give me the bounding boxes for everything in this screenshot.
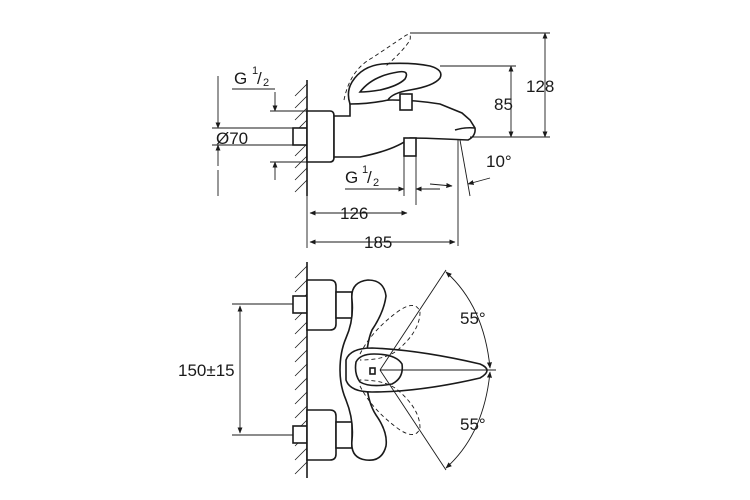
top-connection-nut	[292, 295, 308, 314]
height-total-label: 128	[526, 77, 554, 96]
thread-top-num: 1	[252, 65, 258, 77]
thread-top-sep: /	[257, 69, 262, 88]
bottom-eccentric	[335, 421, 353, 449]
angle-lower-label: 55°	[460, 415, 486, 434]
height-spout-label: 85	[494, 95, 513, 114]
thread-bottom-sep: /	[367, 168, 372, 187]
side-view	[292, 34, 476, 196]
mixer-body	[333, 99, 476, 158]
dim-centres: 150±15	[178, 303, 293, 436]
bottom-escutcheon	[306, 409, 337, 461]
diverter-knob	[399, 93, 413, 111]
bottom-connection-nut	[292, 425, 308, 444]
thread-top-den: 2	[263, 77, 269, 89]
lever-button	[369, 367, 376, 375]
diameter-label: Ø70	[216, 129, 248, 148]
lever-rotated-down	[359, 379, 421, 435]
thread-top-label: G	[234, 69, 247, 88]
lower-outlet	[403, 137, 417, 157]
dim-height: 128 85	[410, 32, 554, 138]
angle-spout-label: 10°	[486, 152, 512, 171]
escutcheon	[306, 110, 335, 163]
front-view: 55° 55°	[292, 262, 496, 478]
lever-handle	[347, 62, 442, 105]
top-eccentric	[335, 291, 353, 319]
lever-detail	[358, 70, 408, 93]
thread-bottom-num: 1	[362, 164, 368, 176]
length-outlet-label: 126	[340, 204, 368, 223]
connection-nut	[292, 127, 308, 146]
length-total-label: 185	[364, 233, 392, 252]
lever-rotated-up	[359, 305, 421, 361]
dim-length: 126 185	[306, 196, 456, 252]
lever-front-inner	[354, 353, 404, 387]
top-escutcheon	[306, 279, 337, 331]
centres-label: 150±15	[178, 361, 235, 380]
thread-bottom-den: 2	[373, 177, 379, 189]
lever-raised-outline	[343, 34, 411, 101]
thread-bottom-label: G	[345, 168, 358, 187]
angle-upper-label: 55°	[460, 309, 486, 328]
spout-outlet	[454, 126, 476, 131]
dim-outlet-thread: G 1 / 2 10°	[345, 139, 512, 246]
dim-diameter: Ø70 G 1 / 2	[212, 65, 307, 196]
wall-hatch-lower	[294, 262, 308, 478]
